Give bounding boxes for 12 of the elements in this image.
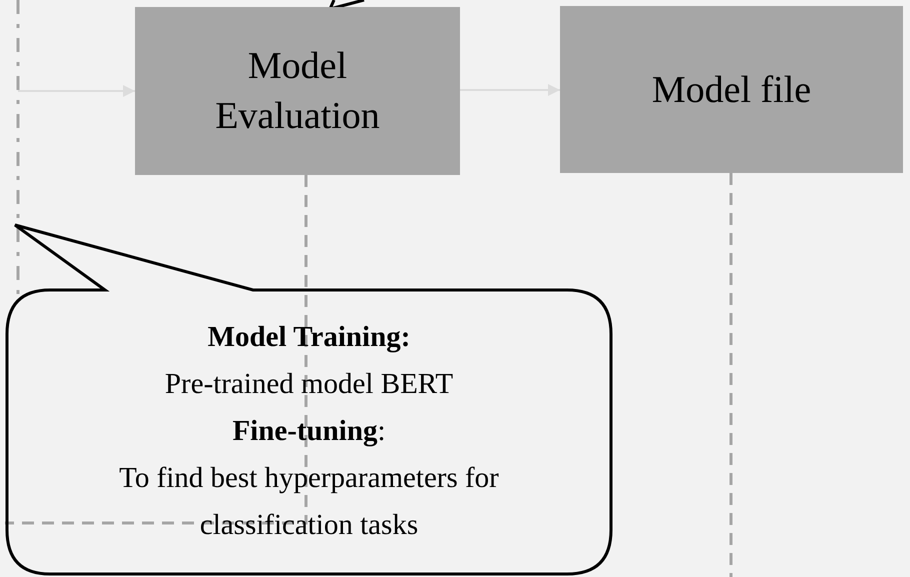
callout-text: Model Training:: [208, 320, 410, 355]
process-box: [560, 6, 903, 173]
dashed-line: [730, 173, 732, 577]
callout-text: Fine-tuning:: [232, 414, 386, 449]
box-label: Model file: [652, 68, 812, 112]
dashed-line: [5, 175, 308, 524]
callout-text: Pre-trained model BERT: [164, 367, 454, 402]
arrow: [18, 85, 135, 97]
box-label: Model Evaluation: [214, 44, 381, 139]
callout-text: To find best hyperparameters for classification tasks: [118, 461, 500, 543]
process-box: [135, 7, 460, 175]
arrow: [460, 84, 560, 96]
